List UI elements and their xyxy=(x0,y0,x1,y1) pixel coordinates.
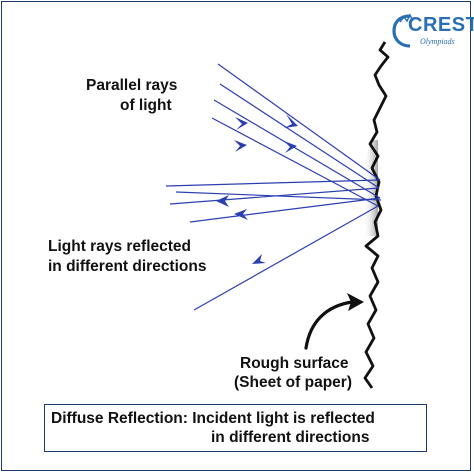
arrow-icon xyxy=(234,140,247,152)
caption-line1: Diffuse Reflection: Incident light is re… xyxy=(51,410,375,427)
surface-label-line1: Rough surface xyxy=(240,355,349,372)
surface-label-line2: (Sheet of paper) xyxy=(234,374,352,391)
caption-line2: in different directions xyxy=(211,429,370,446)
reflected-ray-4 xyxy=(193,205,379,311)
incident-ray-1 xyxy=(217,63,381,181)
reflected-rays xyxy=(165,179,382,311)
reflected-ray-1 xyxy=(165,179,381,187)
surface-pointer-arrow xyxy=(304,300,354,350)
reflected-arrowheads xyxy=(216,195,266,264)
incident-label-line2: of light xyxy=(120,97,172,114)
incident-ray-2 xyxy=(219,83,380,189)
logo-tagline: Olympiads xyxy=(420,37,455,46)
arrow-icon xyxy=(216,195,229,207)
reflected-ray-3 xyxy=(189,197,381,223)
reflected-ray-5 xyxy=(175,191,382,201)
arrow-icon xyxy=(284,141,297,153)
incident-label-line1: Parallel rays xyxy=(86,77,177,94)
caption-box: Diffuse Reflection: Incident light is re… xyxy=(44,404,427,452)
arrow-icon xyxy=(235,117,248,130)
incident-ray-3 xyxy=(213,99,381,199)
logo-name: CREST xyxy=(408,14,474,36)
crest-logo: CREST Olympiads xyxy=(390,10,474,52)
arrow-icon xyxy=(234,209,248,220)
arrow-icon xyxy=(347,293,364,311)
rough-surface xyxy=(363,41,390,389)
arrow-icon xyxy=(252,254,266,264)
incident-ray-4 xyxy=(211,117,379,207)
reflected-label-line1: Light rays reflected xyxy=(48,238,191,255)
incident-rays xyxy=(211,63,381,207)
arrow-icon xyxy=(284,114,298,128)
incident-arrowheads xyxy=(234,114,298,153)
reflected-label-line2: in different directions xyxy=(48,258,206,275)
logo-mark-icon xyxy=(392,13,414,48)
